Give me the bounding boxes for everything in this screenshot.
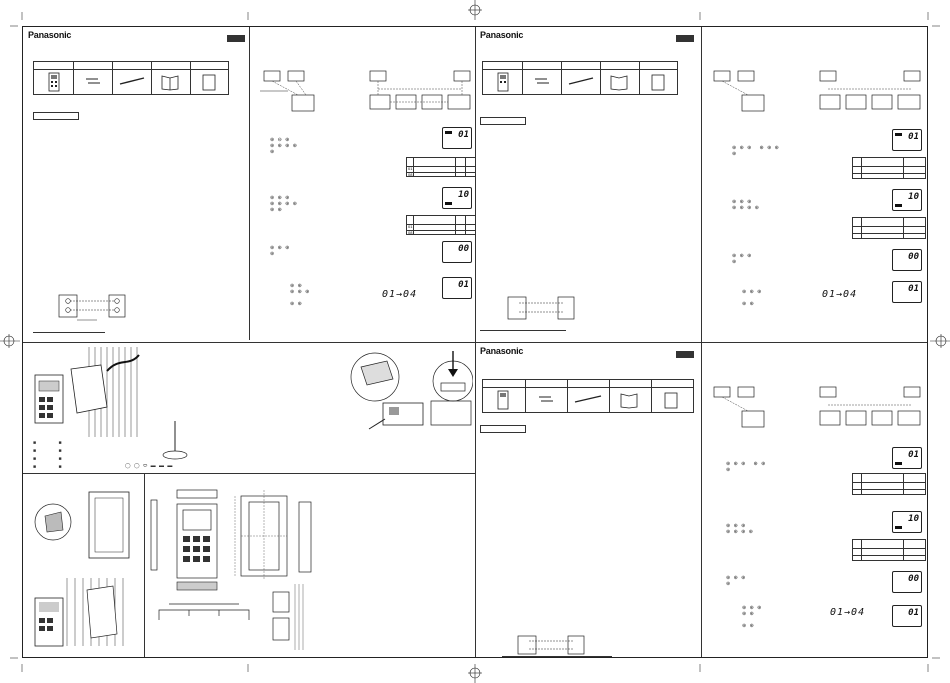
lcd-display-11: 00 [892, 571, 922, 593]
lcd-display-1: 01 [442, 127, 472, 149]
button-step-9: ⊕ ⊕ ⊕ ⊕ ⊕⊕ [726, 461, 767, 473]
button-step-8: ⊕ ⊕ ⊕⊕ ⊕ [742, 289, 763, 307]
button-step-1: ⊕ ⊖ ⊕⊕ ⊕ ⊕ ⊕⊕ [270, 137, 298, 155]
sheet-document-icon-3 [664, 392, 678, 409]
sheet-document-icon-2 [651, 74, 665, 91]
button-step-6: ⊕ ⊕ ⊕⊕ ⊕ ⊕ ⊕ [732, 199, 760, 211]
language-tab [227, 35, 245, 42]
sheet-document-icon [202, 74, 216, 91]
remote-controller-icon [48, 72, 60, 92]
settings-panel-1: 01 01 08 ⊕ ⊖ ⊕⊕ ⊕ ⊕ ⊕⊕ 10 01 08 ⊕ ⊕ ⊕⊕ ⊕… [250, 27, 476, 342]
section-title-box-2 [480, 117, 526, 125]
system-wiring-diagram [260, 70, 471, 112]
mode-table-4 [852, 217, 926, 239]
settings-panel-3: 01 ⊕ ⊕ ⊕ ⊕ ⊕⊕ 10 ⊕ ⊕ ⊕⊕ ⊕ ⊕ ⊕ 00 ⊕ ⊕ ⊕⊕ … [702, 343, 927, 659]
wall-mount-illustration [34, 347, 140, 437]
remote-controller-icon-2 [497, 72, 509, 92]
divider-q1 [249, 27, 250, 340]
bracket-illustration [34, 491, 130, 647]
button-step-4: ⊕ ⊕⊕ ⊕ ⊕⊕ ⊕ [290, 283, 311, 307]
remote-controller-icon-3 [497, 390, 509, 410]
screws-icon [86, 78, 100, 84]
lcd-display-8: 01 [892, 281, 922, 303]
accessories-table-3 [482, 379, 694, 413]
lcd-display-12: 01 [892, 605, 922, 627]
cover-panel-1: Panasonic [23, 27, 249, 342]
button-step-7: ⊕ ⊕ ⊕⊕ [732, 253, 753, 265]
cable-icon-2 [568, 77, 594, 85]
cable-parts-row: ◯ ◯ ⬭ ▬ ▬ ▬ [125, 463, 174, 469]
cover-panel-3: Panasonic [476, 343, 701, 659]
lcd-display-4: 01 [442, 277, 472, 299]
crop-mark-bottom-icon [468, 664, 482, 683]
cable-connect-illustration [350, 352, 424, 430]
language-tab-2 [676, 35, 694, 42]
mode-table-5 [852, 473, 926, 495]
sequence-label-2: 01→04 [822, 289, 858, 300]
screws-icon-3 [539, 396, 553, 402]
crop-mark-left-icon [0, 334, 20, 348]
system-wiring-diagram-2 [713, 70, 921, 112]
sequence-label-3: 01→04 [830, 607, 866, 618]
legend-markers: ■ ■■ ■■ ■■ ■ [33, 440, 63, 470]
manual-book-icon [161, 75, 179, 91]
lcd-display-10: 10 [892, 511, 922, 533]
lcd-display-2: 10 [442, 187, 472, 209]
divider-lower-left-vert [144, 473, 145, 657]
mode-table-6 [852, 539, 926, 561]
settings-panel-2: 01 ⊕ ⊕ ⊕ ⊕ ⊕ ⊕⊕ 10 ⊕ ⊕ ⊕⊕ ⊕ ⊕ ⊕ 00 ⊕ ⊕ ⊕… [702, 27, 927, 342]
footer-rule [33, 332, 105, 333]
button-step-2: ⊕ ⊕ ⊕⊕ ⊕ ⊕ ⊕⊕ ⊕ [270, 195, 298, 213]
lcd-display-6: 10 [892, 189, 922, 211]
crop-mark-top-icon [468, 0, 482, 20]
lcd-display-3: 00 [442, 241, 472, 263]
system-wiring-diagram-3 [713, 386, 921, 428]
lcd-display-9: 01 [892, 447, 922, 469]
button-step-3: ⊕ ⊕ ⊕⊕ [270, 245, 291, 257]
dimensions-panel [145, 474, 475, 659]
language-tab-3 [676, 351, 694, 358]
wiring-terminal-diagram [58, 294, 126, 321]
crop-mark-right-icon [930, 334, 950, 348]
footer-rule-2 [480, 330, 566, 331]
accessories-table-2 [482, 61, 678, 95]
section-title-box-3 [480, 425, 526, 433]
cover-panel-2: Panasonic [476, 27, 701, 342]
accessories-table [33, 61, 229, 95]
button-step-11: ⊕ ⊕ ⊕⊕ [726, 575, 747, 587]
lcd-display-5: 01 [892, 129, 922, 151]
brand-logo-3: Panasonic [480, 346, 524, 356]
installation-panel: ■ ■■ ■■ ■■ ■ ◯ ◯ ⬭ ▬ ▬ ▬ [23, 343, 475, 473]
mode-table-1: 01 08 [406, 157, 476, 177]
manual-book-icon-2 [610, 75, 628, 91]
brand-logo: Panasonic [28, 30, 72, 40]
button-step-10: ⊕ ⊕ ⊕⊕ ⊕ ⊕ ⊕ [726, 523, 754, 535]
screws-icon-2 [535, 78, 549, 84]
cable-icon-3 [574, 395, 602, 403]
center-divider [475, 27, 476, 657]
brand-logo-2: Panasonic [480, 30, 524, 40]
divider-lower-left [23, 473, 475, 474]
cable-icon [119, 77, 145, 85]
sequence-label-1: 01→04 [382, 289, 418, 300]
button-step-5: ⊕ ⊕ ⊕ ⊕ ⊕ ⊕⊕ [732, 145, 780, 157]
lcd-display-7: 00 [892, 249, 922, 271]
arrow-down-icon [430, 351, 473, 426]
mode-table-2: 01 08 [406, 215, 476, 235]
wiring-terminal-diagram-2 [507, 296, 575, 320]
dimension-drawings [150, 489, 312, 650]
mode-table-3 [852, 157, 926, 179]
screwdriver-illustration [162, 421, 188, 460]
mounting-detail-panel [23, 474, 144, 659]
manual-book-icon-3 [620, 393, 638, 409]
instruction-sheet: Panasonic [22, 26, 928, 658]
button-step-12: ⊕ ⊕ ⊕⊕ ⊕⊕ ⊕ [742, 605, 763, 629]
footer-rule-3 [502, 656, 612, 657]
divider-q3 [701, 27, 702, 657]
section-title-box [33, 112, 79, 120]
wiring-terminal-diagram-3 [517, 635, 585, 655]
